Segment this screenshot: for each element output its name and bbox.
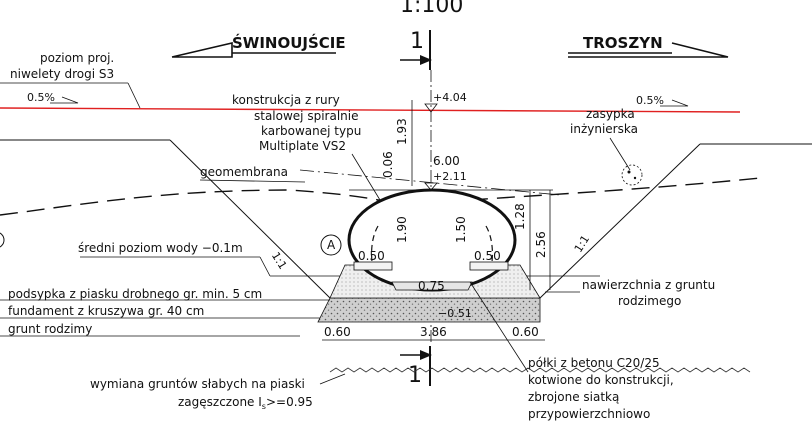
base-right: 0.60 <box>512 325 539 339</box>
shelves-label-1: półki z betonu C20/25 <box>528 356 660 370</box>
top-level-mark <box>424 103 438 113</box>
direction-left-label: ŚWINOUJŚCIE <box>232 33 346 52</box>
shelf-right <box>469 261 509 271</box>
bedding-label: podsypka z piasku drobnego gr. min. 5 cm <box>8 287 262 301</box>
backfill-leader <box>609 137 631 171</box>
backfill-label-2: inżynierska <box>570 122 638 136</box>
soil-replacement-label-2: zagęszczone Is>=0.95 <box>178 395 313 411</box>
geomembrane-label: geomembrana <box>200 165 288 179</box>
geomembrane-leader <box>199 179 306 183</box>
culvert-pipe <box>347 188 517 292</box>
shelf-right-dim: 0.50 <box>474 249 501 263</box>
grade-leader <box>0 82 141 109</box>
invert-depth: 0.75 <box>418 279 445 293</box>
shelves-label-4: przypowierzchniowo <box>528 407 650 421</box>
pipe-label-3: karbowanej typu <box>261 124 361 138</box>
slope-right-line <box>539 143 701 299</box>
geomembrane-line <box>299 169 561 196</box>
base-left: 0.60 <box>324 325 351 339</box>
direction-left-arrow <box>171 41 336 58</box>
slope-right-arrow <box>660 99 689 107</box>
pipe-inner-left <box>371 225 379 263</box>
half-rise-upper: 1.28 <box>513 203 527 230</box>
foundation-label: fundament z kruszywa gr. 40 cm <box>8 304 204 318</box>
pipe-label-1: konstrukcja z rury <box>232 93 340 107</box>
section-number-bottom: 1 <box>408 363 422 388</box>
crown-level-mark <box>424 182 438 191</box>
slope-left-arrow <box>50 96 79 104</box>
water-level-leader <box>259 256 271 277</box>
bottom-level: −0.51 <box>438 307 472 320</box>
slope-left-line <box>169 139 331 299</box>
direction-right-label: TROSZYN <box>583 34 663 52</box>
total-rise: 2.56 <box>534 231 548 258</box>
base-mid: 3.86 <box>420 325 447 339</box>
grade-line-label-2: niwelety drogi S3 <box>10 67 114 81</box>
membrane-gap: 0.06 <box>381 151 395 178</box>
section-number-top: 1 <box>410 29 424 54</box>
slope-right: 0.5% <box>636 94 664 107</box>
foundation-fill <box>317 297 541 323</box>
slope-ratio-left: 1:1 <box>269 250 289 272</box>
grade-line-label-1: poziom proj. <box>40 51 114 65</box>
existing-ground-line <box>0 177 761 216</box>
scale-title: 1:100 <box>400 0 463 18</box>
pipe-leader <box>351 153 381 201</box>
detail-marker-label: A <box>327 238 336 252</box>
pipe-label-2: stalowej spiralnie <box>254 109 358 123</box>
shelf-left-dim: 0.50 <box>358 249 385 263</box>
backfill-label-1: zasypka <box>586 107 635 121</box>
shelves-label-3: zbrojone siatką <box>528 390 619 404</box>
section-marker-bottom <box>400 346 432 386</box>
pipe-inner-right <box>485 225 493 263</box>
detail-marker-partial <box>0 232 5 248</box>
surface-label-2: rodzimego <box>618 294 681 308</box>
section-marker-top <box>400 30 432 70</box>
rise-right: 1.50 <box>454 216 468 243</box>
shelves-leader <box>469 281 529 373</box>
detail-marker <box>320 234 342 256</box>
crown-level: +2.11 <box>433 170 467 183</box>
cover-depth: 1.93 <box>395 118 409 145</box>
invert-shelf <box>391 281 473 291</box>
grade-line <box>0 107 741 113</box>
native-soil-label: grunt rodzimy <box>8 322 92 336</box>
direction-right-arrow <box>568 42 729 58</box>
shelves-label-2: kotwione do konstrukcji, <box>528 373 674 387</box>
surface-label-1: nawierzchnia z gruntu <box>582 278 715 292</box>
pipe-label-4: Multiplate VS2 <box>259 139 346 153</box>
rise-left: 1.90 <box>395 216 409 243</box>
water-level-label: średni poziom wody −0.1m <box>78 241 243 255</box>
slope-left: 0.5% <box>27 91 55 104</box>
backfill-symbol-icon <box>621 164 643 186</box>
soil-replacement-leader <box>319 373 346 385</box>
span: 6.00 <box>433 154 460 168</box>
top-level: +4.04 <box>433 91 467 104</box>
soil-replacement-line <box>329 367 751 373</box>
slope-ratio-right: 1:1 <box>572 233 592 255</box>
soil-replacement-label-1: wymiana gruntów słabych na piaski <box>90 377 305 391</box>
shelf-left <box>353 261 393 271</box>
